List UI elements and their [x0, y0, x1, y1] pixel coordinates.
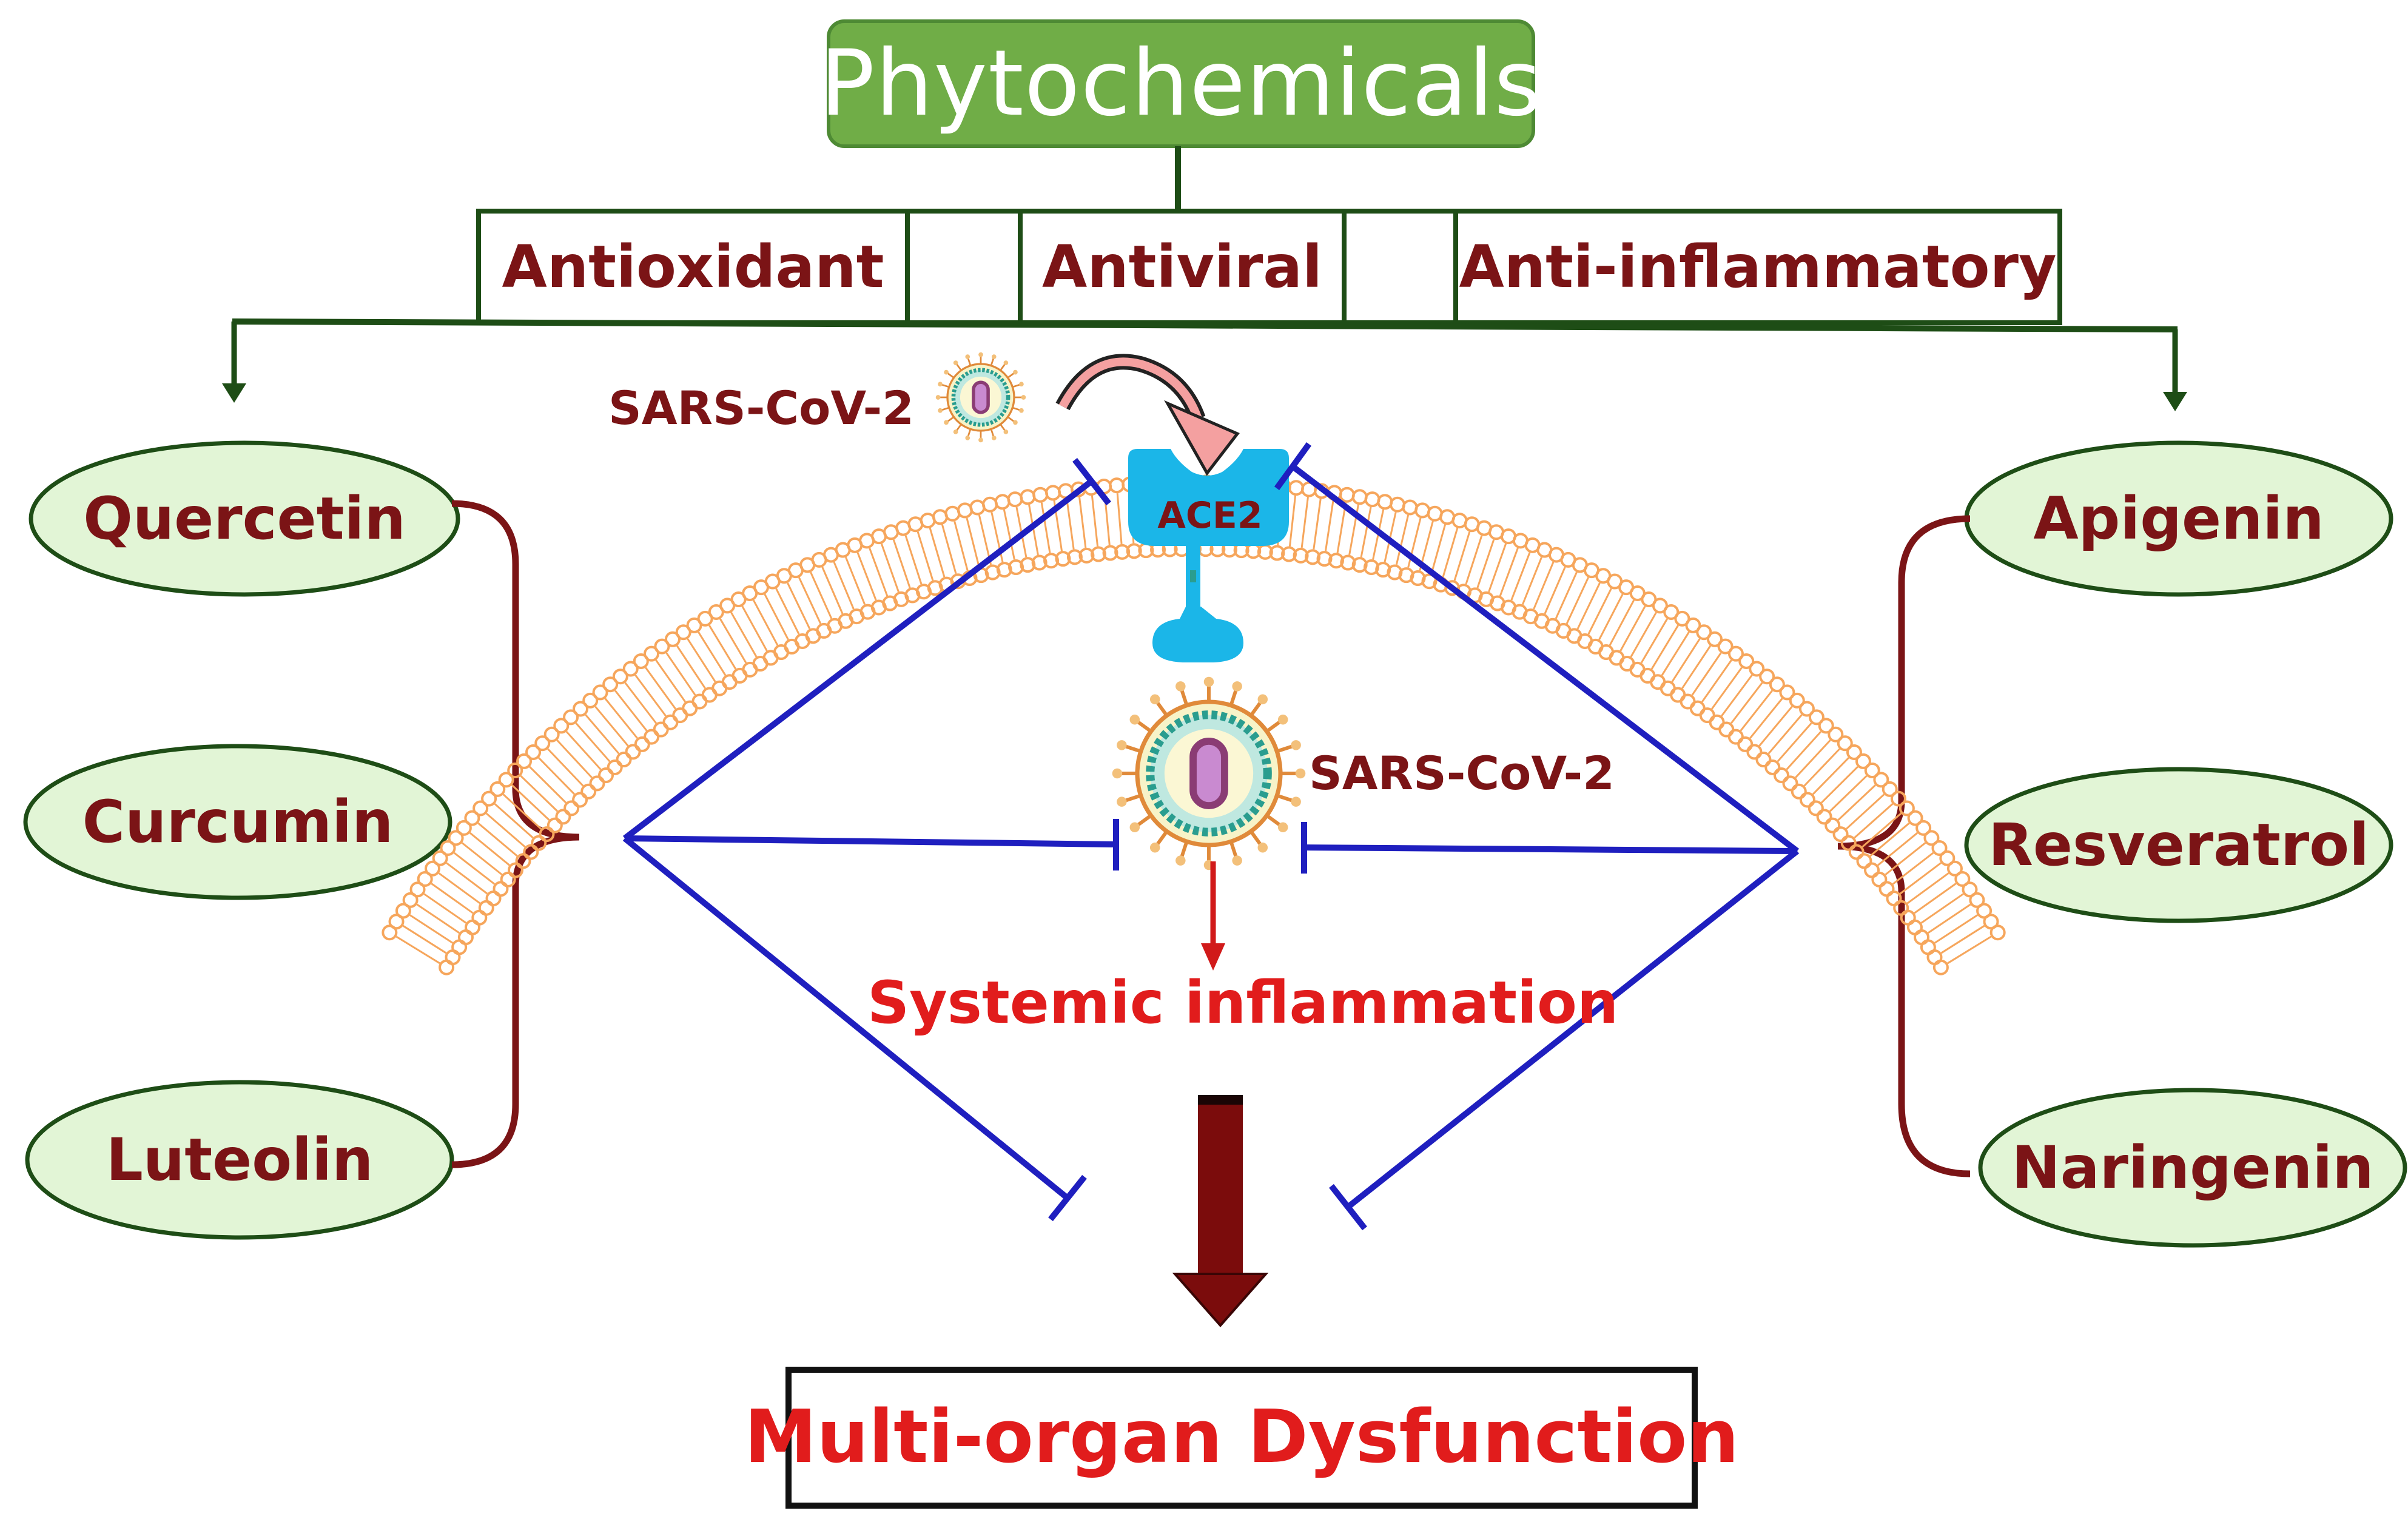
compound-ellipses	[23, 440, 2407, 1248]
inflammation-label: Systemic inflammation	[867, 969, 1619, 1037]
virus-label-top: SARS-CoV-2	[608, 381, 915, 435]
outcome-block-arrow	[1172, 1095, 1269, 1328]
virus-large	[1112, 676, 1306, 870]
compound-curcumin: Curcumin	[82, 788, 394, 856]
ace2-receptor	[1128, 449, 1289, 662]
ellipse-luteolin	[25, 1080, 454, 1240]
cell-membrane	[382, 474, 2006, 975]
property-antiviral: Antiviral	[1042, 232, 1322, 301]
entry-arrow	[1055, 354, 1240, 476]
property-antioxidant: Antioxidant	[502, 232, 884, 301]
outcome-box	[785, 1367, 1698, 1509]
inhibition-lines-left	[622, 457, 1119, 1222]
left-down-arrow	[222, 322, 246, 403]
right-down-arrow	[2163, 329, 2187, 411]
ellipse-curcumin	[23, 744, 452, 900]
outcome-label: Multi-organ Dysfunction	[744, 1395, 1739, 1480]
page-title: Phytochemicals	[819, 31, 1542, 136]
ellipse-resveratrol	[1964, 767, 2393, 923]
ellipse-quercetin	[29, 440, 460, 597]
compound-quercetin: Quercetin	[83, 485, 406, 553]
inhibition-lines-right	[1274, 442, 1800, 1231]
property-anti-inflammatory: Anti-inflammatory	[1459, 232, 2057, 301]
inflammation-arrow	[1201, 861, 1225, 971]
left-brace	[451, 500, 580, 1168]
branch-line	[232, 318, 2178, 332]
compound-apigenin: Apigenin	[2033, 485, 2324, 553]
virus-small	[935, 352, 1026, 443]
ellipse-naringenin	[1978, 1088, 2407, 1248]
virus-label-mid: SARS-CoV-2	[1309, 746, 1615, 800]
right-brace	[1837, 515, 1971, 1177]
compound-luteolin: Luteolin	[106, 1126, 374, 1194]
receptor-label: ACE2	[1157, 494, 1263, 537]
compound-resveratrol: Resveratrol	[1988, 811, 2370, 879]
compound-naringenin: Naringenin	[2011, 1134, 2374, 1202]
